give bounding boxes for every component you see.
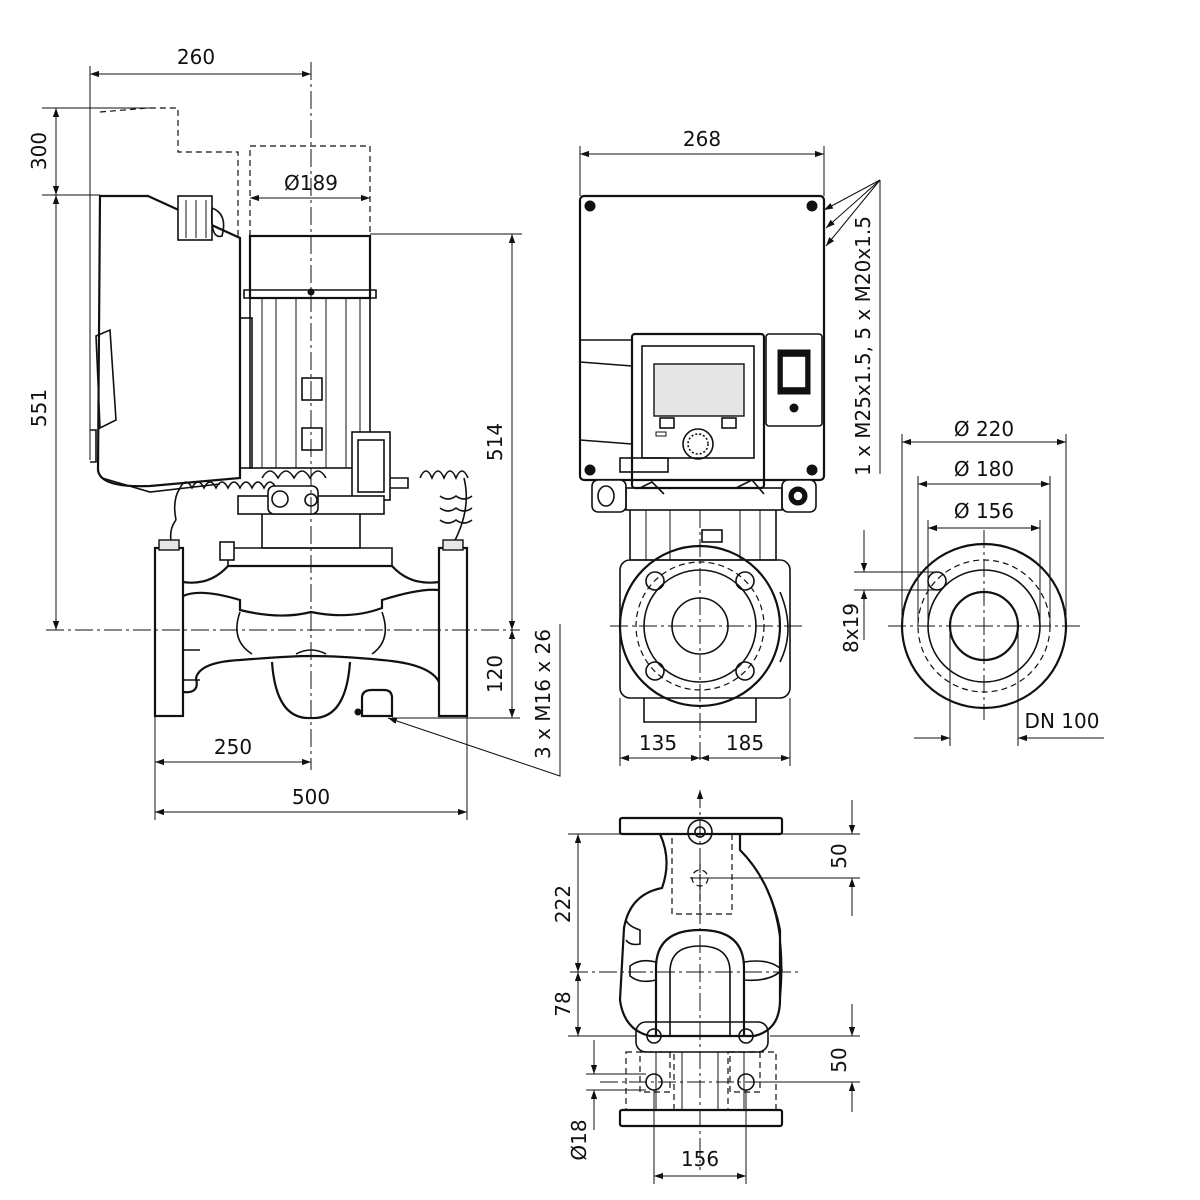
dim-8x19-label: 8x19 bbox=[839, 603, 863, 653]
dim-156-flange-label: Ø 156 bbox=[954, 499, 1014, 523]
dim-300-label: 300 bbox=[27, 132, 51, 170]
pump-housing-side bbox=[153, 539, 469, 720]
dim-156-bottom-label: 156 bbox=[681, 1147, 719, 1171]
dim-250-label: 250 bbox=[214, 735, 252, 759]
dim-foot-thread-label: 3 x M16 x 26 bbox=[531, 629, 555, 759]
dim-551-label: 551 bbox=[27, 389, 51, 427]
dim-50-top-label: 50 bbox=[827, 843, 851, 868]
dim-180-label: Ø 180 bbox=[954, 457, 1014, 481]
electronics-module-side bbox=[90, 194, 242, 493]
dim-514-label: 514 bbox=[483, 423, 507, 461]
dim-120-label: 120 bbox=[483, 655, 507, 693]
dim-dn100-label: DN 100 bbox=[1025, 709, 1100, 733]
control-knob-icon bbox=[682, 428, 714, 460]
dim-cable-glands-label: 1 x M25x1.5, 5 x M20x1.5 bbox=[851, 216, 875, 476]
motor-side bbox=[239, 234, 409, 501]
dim-18-label: Ø18 bbox=[567, 1119, 591, 1160]
dim-185-label: 185 bbox=[726, 731, 764, 755]
dim-220-label: Ø 220 bbox=[954, 417, 1014, 441]
dim-78-label: 78 bbox=[551, 991, 575, 1016]
lantern-front bbox=[591, 479, 817, 561]
context-button-icon bbox=[721, 417, 737, 429]
motor-lantern bbox=[219, 485, 393, 567]
dim-50-bottom-label: 50 bbox=[827, 1047, 851, 1072]
leader-foot-thread bbox=[387, 624, 561, 777]
dim-135-label: 135 bbox=[639, 731, 677, 755]
electronics-module-front bbox=[578, 194, 826, 482]
dim-268-label: 268 bbox=[683, 127, 721, 151]
back-button-icon bbox=[659, 417, 675, 429]
motor-clearance-outline bbox=[249, 145, 371, 236]
dim-189-label: Ø189 bbox=[284, 171, 338, 195]
front-view: 268 1 x M25x1.5, 5 x M20x1.5 135 185 bbox=[578, 127, 881, 766]
dim-222-label: 222 bbox=[551, 885, 575, 923]
control-panel bbox=[619, 332, 823, 490]
bolt-hole bbox=[927, 571, 947, 591]
side-view: 260 Ø189 300 551 514 120 3 x M16 x 26 25… bbox=[27, 45, 561, 820]
dim-260-label: 260 bbox=[177, 45, 215, 69]
flange-view: Ø 220 Ø 180 Ø 156 8x19 DN 100 bbox=[839, 417, 1104, 746]
flange-front bbox=[618, 544, 791, 723]
module-clearance-outline bbox=[99, 107, 239, 238]
display-screen bbox=[653, 363, 745, 417]
dim-500-label: 500 bbox=[292, 785, 330, 809]
bottom-view: 222 78 50 50 Ø18 156 bbox=[551, 790, 860, 1184]
